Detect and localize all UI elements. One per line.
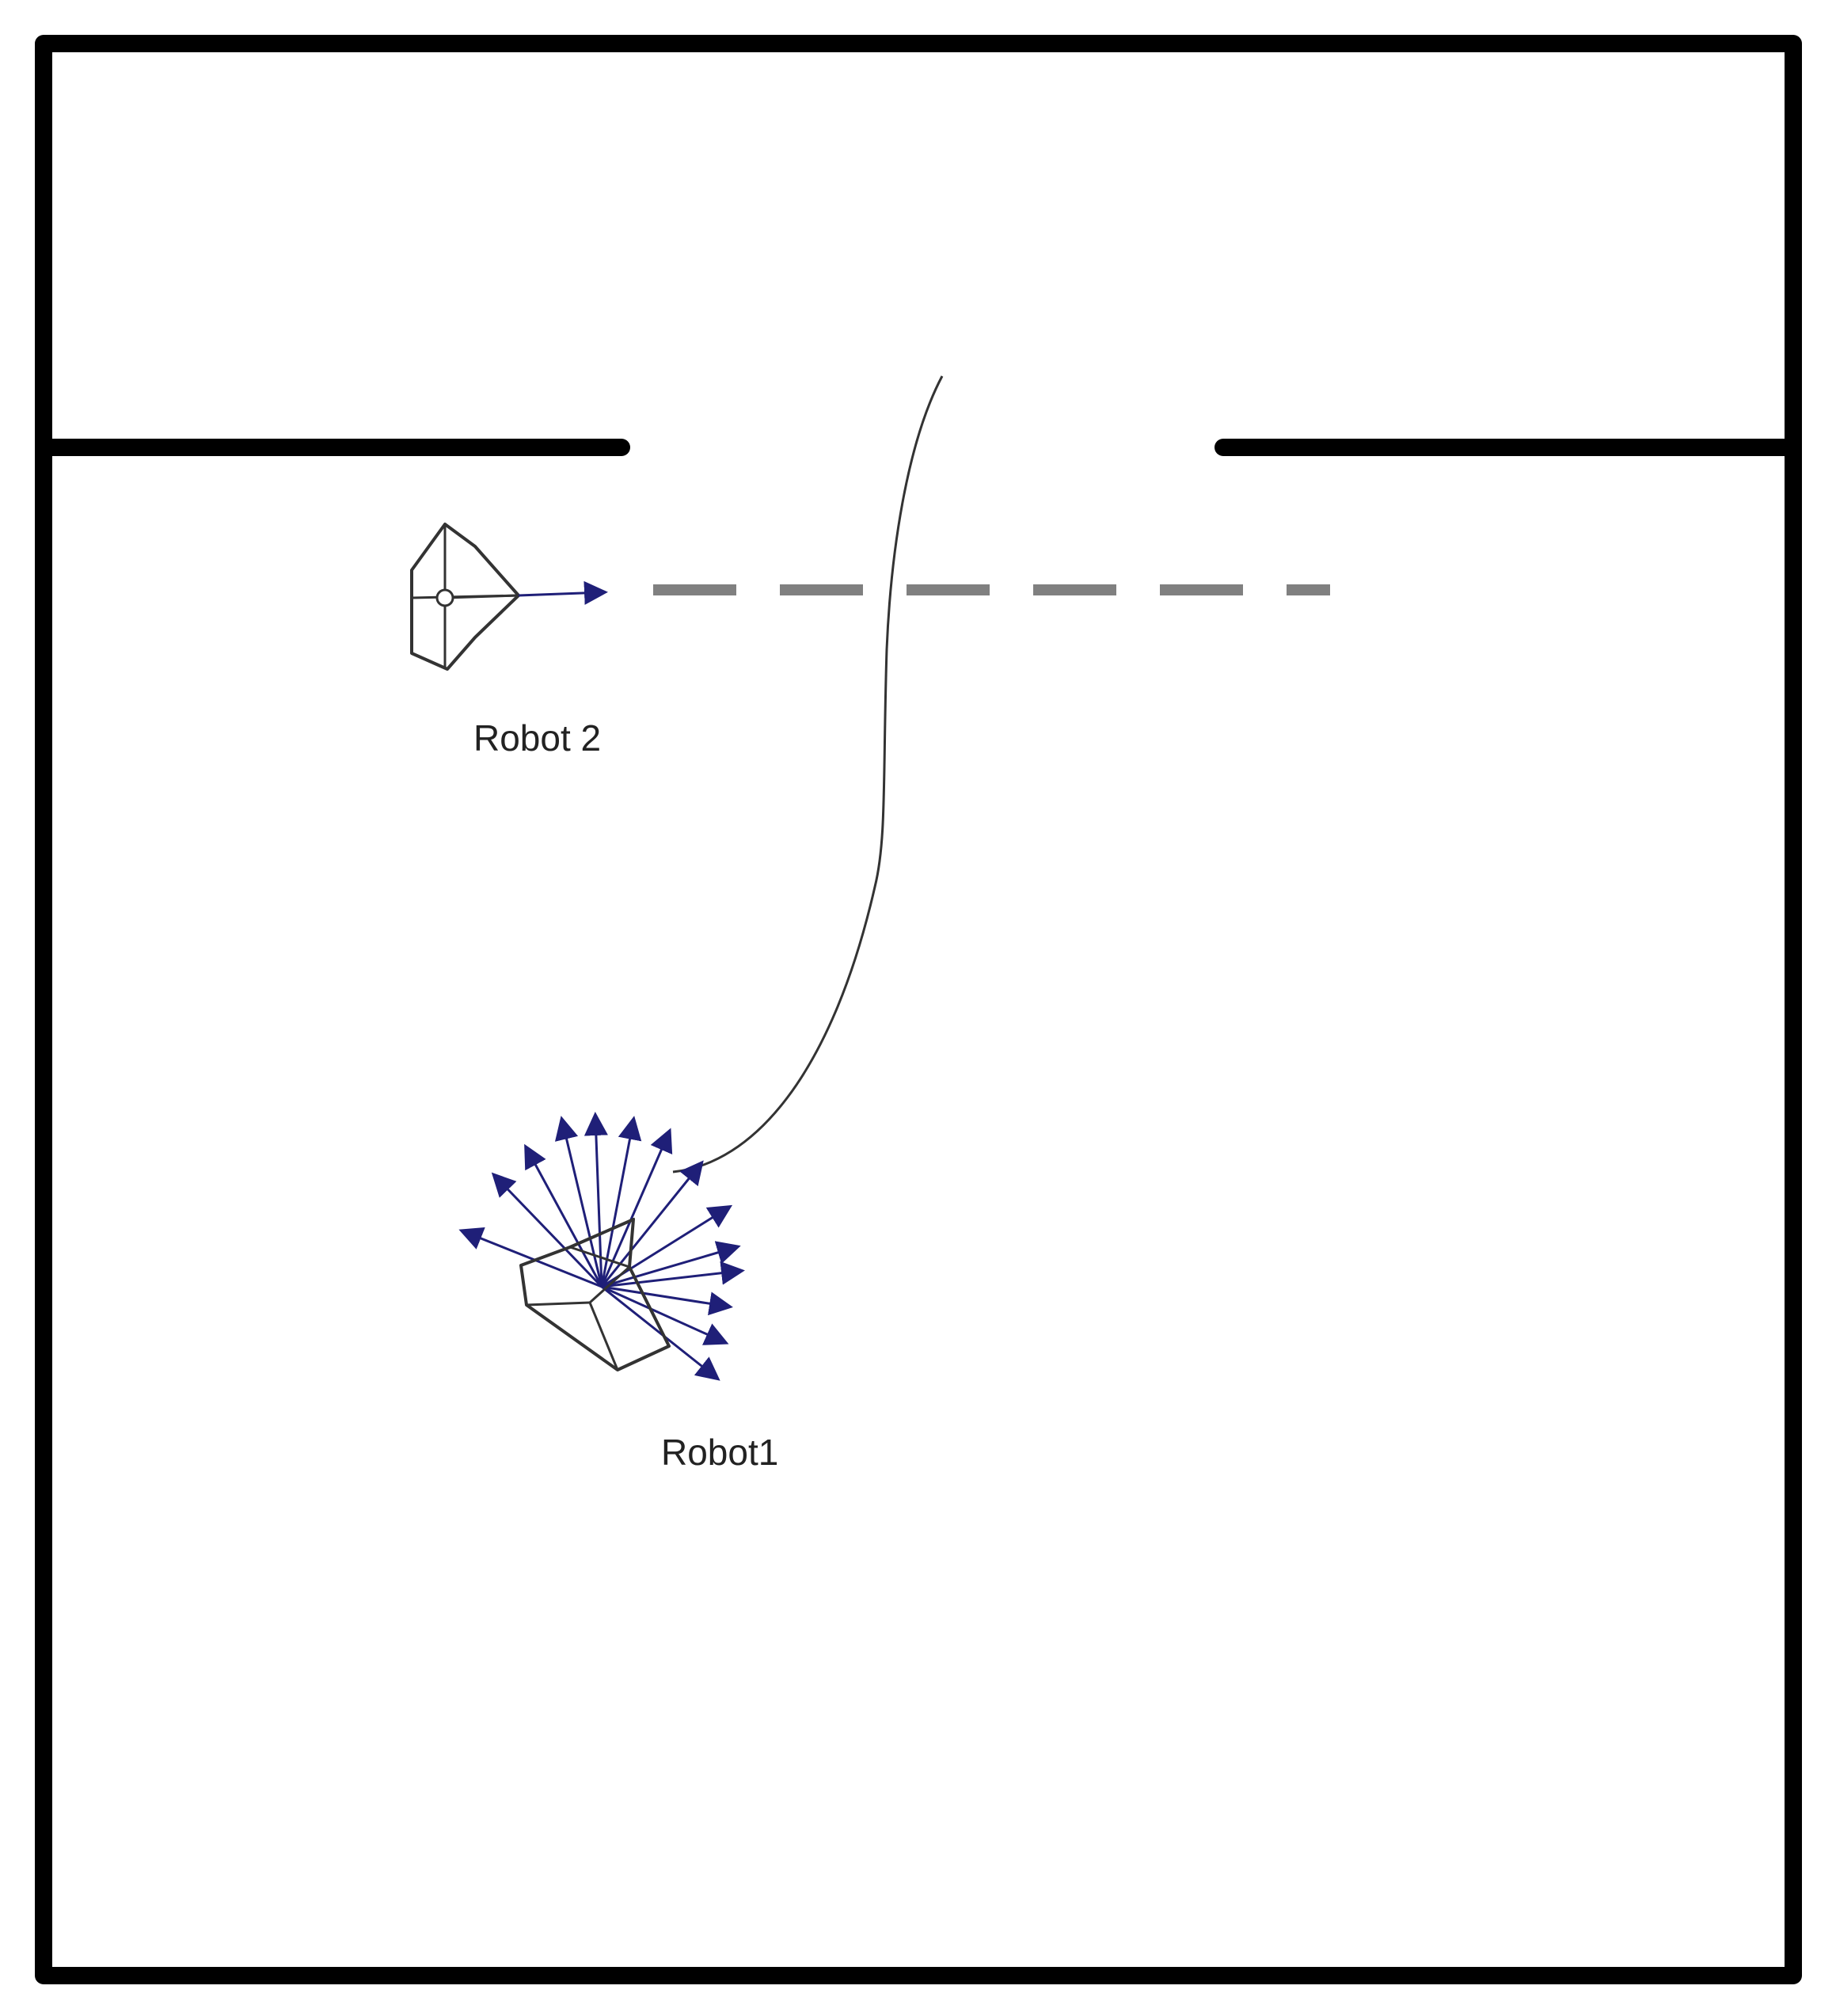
sensor-arrow-icon [601,1261,745,1288]
sensor-arrow-icon [601,1285,733,1316]
sensor-arrow-icon [601,1241,741,1288]
outer-wall [35,35,1802,1984]
robot1-label: Robot1 [661,1432,778,1473]
sensor-arrow-icon [524,1143,603,1288]
sensor-arrow-icon [600,1160,704,1288]
sensor-arrow-icon [600,1128,673,1288]
robot2-icon [410,523,520,671]
robot1-icon [519,1217,671,1371]
robot1-trajectory [672,375,944,1173]
sensor-arrow-icon [601,1285,729,1345]
sensor-arrow-icon [491,1172,603,1288]
sensor-arrow-icon [554,1116,603,1288]
robot1-sensor-fan [458,1112,745,1381]
sensor-arrow-icon [458,1227,602,1288]
robot2-label: Robot 2 [473,717,601,759]
robot2-sensor-arrow [518,580,608,605]
sensor-arrow-icon [601,1285,720,1381]
